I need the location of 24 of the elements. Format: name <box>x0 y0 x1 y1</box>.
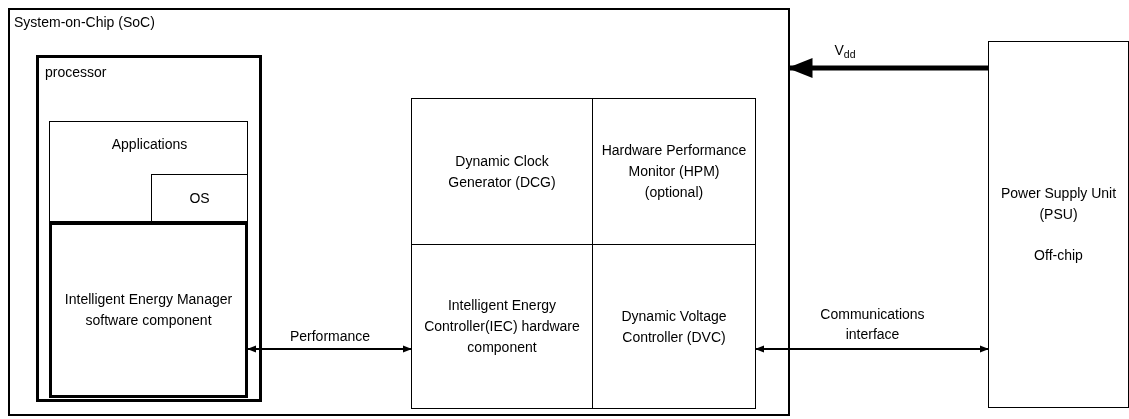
block-label: Dynamic Voltage Controller (DVC) <box>620 306 728 347</box>
block-label: Off-chip <box>1034 246 1083 265</box>
block-box <box>411 244 593 409</box>
arrow <box>787 58 988 78</box>
block-label: OS <box>189 188 210 208</box>
software-component-box <box>49 222 248 398</box>
block-label: Power Supply Unit (PSU) <box>999 184 1118 224</box>
block-label: Hardware Performance Monitor (HPM) (optional) <box>601 141 747 202</box>
arrow <box>755 345 989 353</box>
software-layer-box <box>151 174 248 222</box>
block-label: Dynamic Clock Generator (DCG) <box>447 151 557 192</box>
arrow <box>247 345 412 353</box>
processor-box <box>36 55 262 402</box>
block-box <box>592 244 756 409</box>
chip-boundary-box <box>8 8 790 416</box>
block-label: Intelligent Energy Manager software component <box>64 290 233 330</box>
block-box <box>411 98 593 245</box>
block-label: Intelligent Energy Controller(IEC) hardware component <box>423 296 581 357</box>
block-label: processor <box>45 63 107 82</box>
software-layer-box <box>49 121 248 222</box>
external-unit-box <box>988 41 1129 408</box>
block-label: Applications <box>110 135 189 154</box>
block-box <box>592 98 756 245</box>
block-label: System-on-Chip (SoC) <box>14 13 155 32</box>
